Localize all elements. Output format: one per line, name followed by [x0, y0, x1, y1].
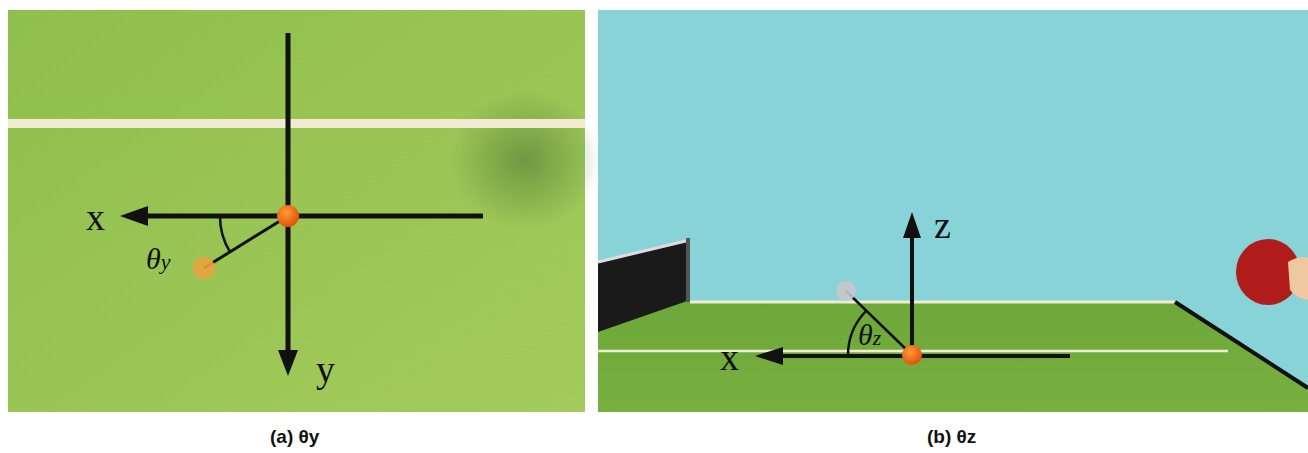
- table-edge: [690, 301, 1175, 304]
- shadow: [450, 90, 600, 230]
- net-post: [686, 238, 690, 302]
- axis-label: x: [86, 198, 105, 236]
- subfigure-caption: (b) θz: [927, 427, 976, 446]
- x-axis: [780, 354, 1070, 358]
- axis-label: x: [720, 338, 739, 376]
- axis-label: y: [316, 350, 335, 388]
- angle-arc: [220, 216, 230, 252]
- y-axis: [286, 33, 291, 352]
- z-axis: [910, 236, 914, 355]
- axis-label: z: [934, 206, 951, 244]
- x-axis: [145, 214, 483, 219]
- net-tape: [598, 240, 690, 262]
- arrow-head: [755, 347, 783, 365]
- arrow-head: [903, 212, 921, 238]
- net: [598, 240, 690, 332]
- ball: [902, 345, 922, 365]
- table-edge: [1175, 302, 1308, 388]
- table-top: [598, 302, 1308, 412]
- angle-label: θz: [858, 320, 881, 350]
- hand: [1288, 257, 1308, 300]
- table-line: [8, 119, 585, 128]
- sky: [598, 10, 1308, 412]
- arrow-head: [120, 206, 148, 226]
- ball-ghost: [193, 257, 215, 279]
- ball-ghost: [836, 281, 856, 301]
- arrow-head: [278, 350, 298, 376]
- subfigure-caption: (a) θy: [270, 427, 319, 446]
- ball: [277, 205, 299, 227]
- angle-label: θy: [146, 244, 171, 274]
- direction-line: [846, 291, 912, 355]
- direction-line: [204, 216, 288, 268]
